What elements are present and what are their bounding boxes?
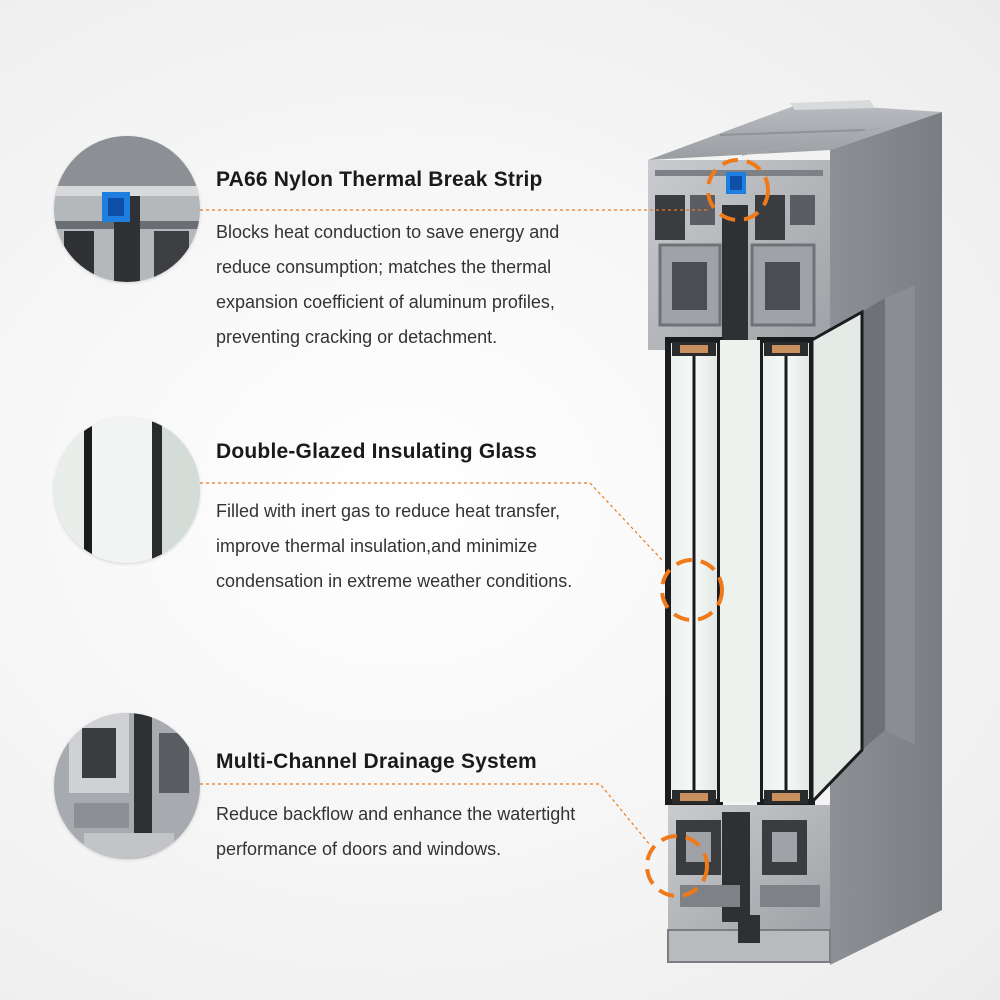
description-line: Filled with inert gas to reduce heat tra… bbox=[216, 501, 561, 521]
feature-description-thermal-break: Blocks heat conduction to save energy an… bbox=[216, 215, 626, 355]
feature-title-insulating-glass: Double-Glazed Insulating Glass bbox=[216, 440, 538, 463]
highlight-circle-drainage bbox=[645, 834, 709, 898]
description-line: improve thermal insulation,and minimize bbox=[216, 536, 538, 556]
description-line: condensation in extreme weather conditio… bbox=[216, 571, 573, 591]
drainage-channel-closeup-icon bbox=[54, 713, 200, 859]
callout-line-glass bbox=[200, 482, 663, 561]
feature-title-drainage: Multi-Channel Drainage System bbox=[216, 750, 537, 773]
thermal-break-strip-closeup-icon bbox=[54, 136, 200, 282]
description-line: Blocks heat conduction to save energy an… bbox=[216, 222, 560, 242]
insulating-glass-closeup-icon bbox=[54, 417, 200, 563]
feature-title-thermal-break: PA66 Nylon Thermal Break Strip bbox=[216, 168, 543, 191]
highlight-circle-thermal bbox=[706, 158, 770, 222]
description-line: expansion coefficient of aluminum profil… bbox=[216, 292, 555, 312]
description-line: preventing cracking or detachment. bbox=[216, 327, 498, 347]
callout-line-drainage bbox=[200, 783, 651, 846]
frame-side-inner-panel bbox=[862, 298, 885, 750]
highlight-circle-glass bbox=[660, 558, 724, 622]
description-line: performance of doors and windows. bbox=[216, 839, 502, 859]
feature-description-insulating-glass: Filled with inert gas to reduce heat tra… bbox=[216, 494, 626, 599]
feature-description-drainage: Reduce backflow and enhance the watertig… bbox=[216, 797, 626, 867]
description-line: reduce consumption; matches the thermal bbox=[216, 257, 552, 277]
description-line: Reduce backflow and enhance the watertig… bbox=[216, 804, 576, 824]
